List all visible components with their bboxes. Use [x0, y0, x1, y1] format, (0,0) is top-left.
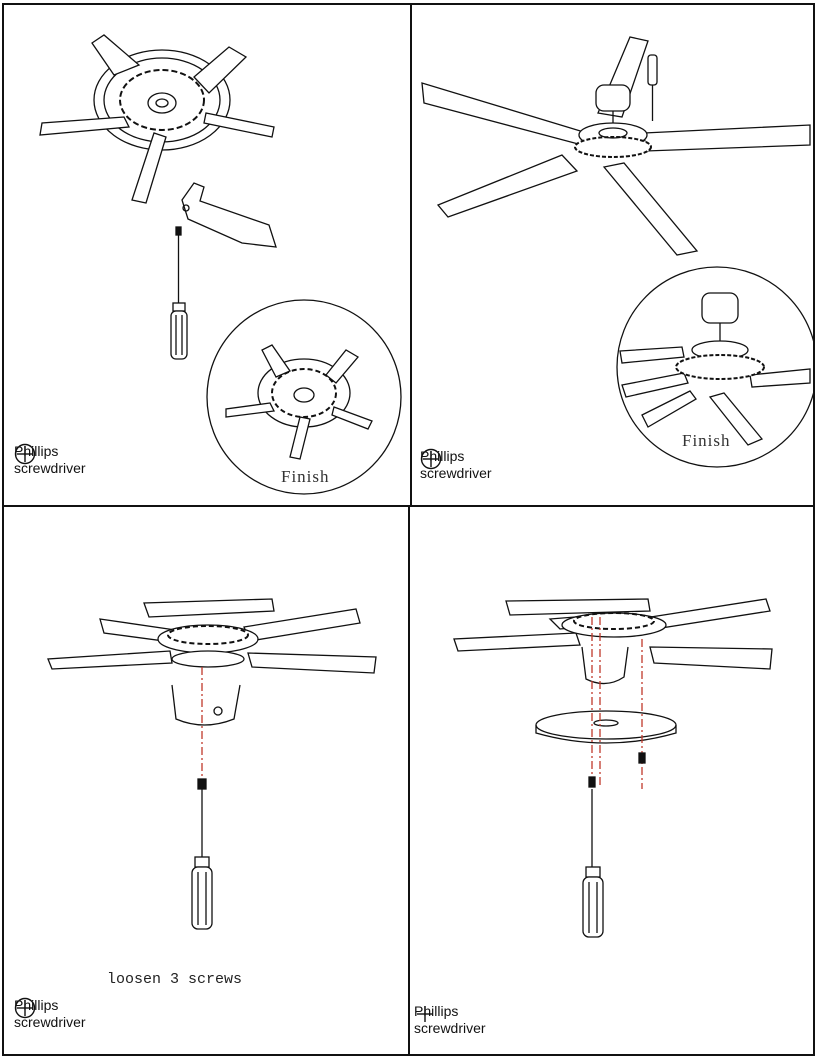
panel-divider-horizontal — [2, 505, 815, 507]
tool-callout: Phillips screwdriver — [14, 443, 86, 477]
finish-label: Finish — [682, 431, 731, 450]
phillips-head-icon — [420, 448, 442, 470]
instruction-text: loosen 3 screws — [107, 971, 243, 988]
fan-blade-attach-illustration — [39, 34, 402, 495]
finish-label: Finish — [281, 467, 330, 486]
tool-callout: Phillips screwdriver — [420, 448, 492, 482]
tool-name-line2: screwdriver — [420, 465, 492, 481]
tool-name-line2: screwdriver — [14, 460, 86, 476]
panel-step-b: Finish Phillips screwdriver — [412, 5, 813, 505]
panel-step-a: Finish Phillips screwdriver — [4, 5, 410, 505]
phillips-head-icon — [14, 997, 36, 1019]
plus-icon — [417, 1006, 433, 1022]
loosen-screws-illustration — [47, 598, 377, 930]
tool-callout: Phillips screwdriver — [414, 1003, 486, 1037]
attach-cover-plate-illustration — [453, 598, 773, 938]
fan-assembled-illustration — [421, 36, 813, 468]
panel-divider-vertical-bottom — [408, 505, 410, 1056]
panel-step-d: Phillips screwdriver — [410, 507, 813, 1054]
panel-step-c: loosen 3 screws Phillips screwdriver — [4, 507, 408, 1054]
phillips-head-icon — [14, 443, 36, 465]
tool-name-line2: screwdriver — [414, 1020, 486, 1036]
panel-divider-vertical-top — [410, 3, 412, 507]
tool-callout: Phillips screwdriver — [14, 997, 86, 1031]
tool-name-line2: screwdriver — [14, 1014, 86, 1030]
